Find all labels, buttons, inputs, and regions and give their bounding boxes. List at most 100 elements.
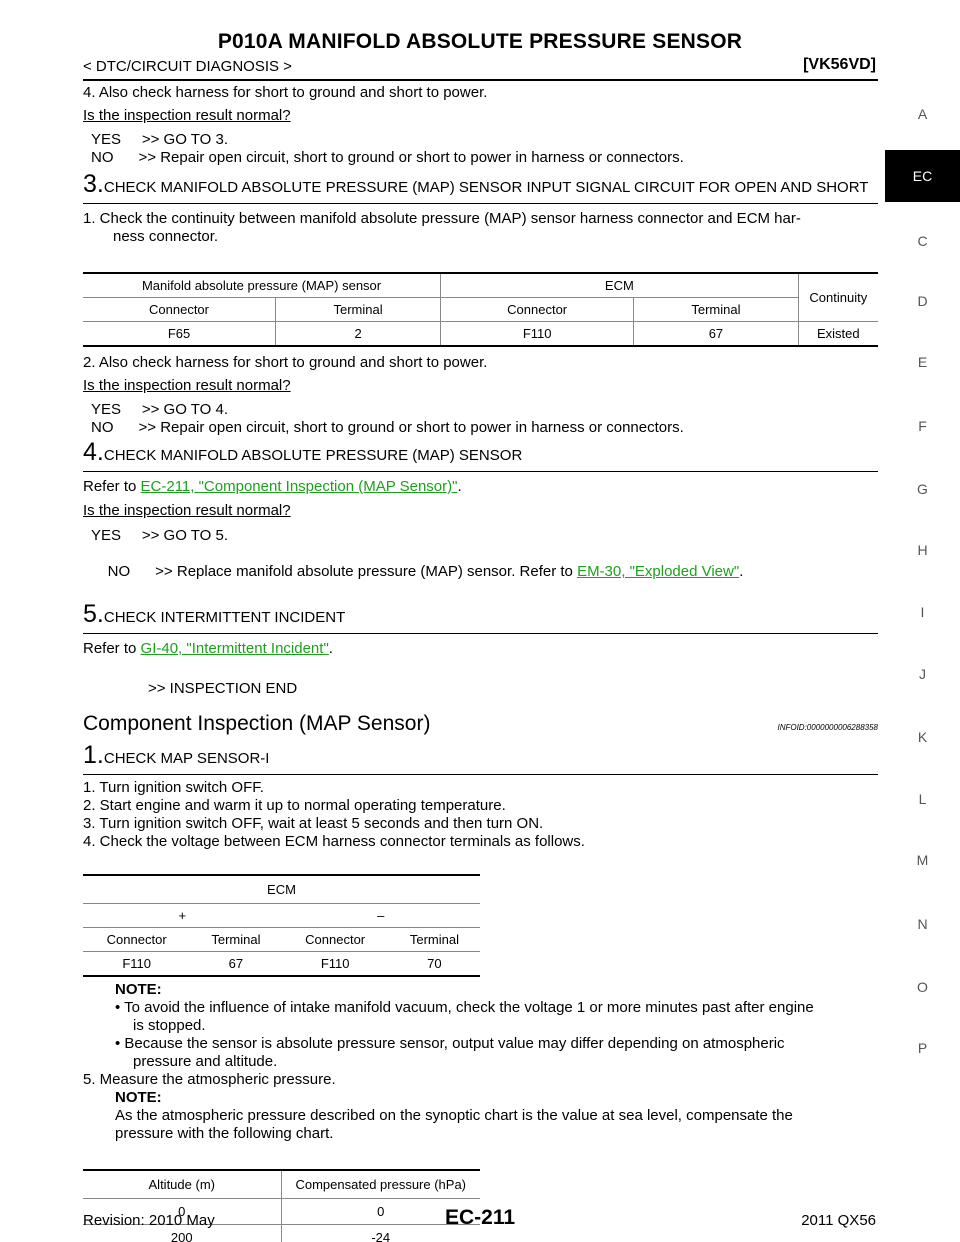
line: 5. Measure the atmospheric pressure. — [83, 1071, 336, 1088]
note-bullet: • To avoid the influence of intake manif… — [115, 999, 814, 1016]
step-number: 4. — [83, 438, 104, 466]
table-header: Terminal — [190, 927, 282, 952]
question: Is the inspection result normal? — [83, 107, 291, 124]
line: 4. Check the voltage between ECM harness… — [83, 833, 585, 850]
table-header: Manifold absolute pressure (MAP) sensor — [83, 273, 441, 298]
side-index-i[interactable]: I — [920, 604, 925, 620]
table-row: F110 67 F110 70 — [83, 951, 480, 977]
table-header: Compensated pressure (hPa) — [280, 1170, 480, 1199]
section-title: Component Inspection (MAP Sensor) INFOID… — [83, 712, 878, 736]
header-model: [VK56VD] — [803, 56, 876, 73]
table-cell: F65 — [83, 321, 276, 347]
side-index-l[interactable]: L — [918, 791, 927, 807]
table-header: – — [281, 903, 480, 928]
altitude-table: Altitude (m) Compensated pressure (hPa) … — [83, 1169, 480, 1242]
yes-answer: YES >> GO TO 3. — [91, 131, 229, 148]
table-header: Connector — [440, 297, 634, 322]
table-header: Altitude (m) — [83, 1170, 281, 1199]
section-title-text: Component Inspection (MAP Sensor) — [83, 712, 431, 735]
table-cell: F110 — [440, 321, 634, 347]
table-header: Terminal — [633, 297, 799, 322]
note-label: NOTE: — [115, 1089, 162, 1106]
info-id: INFOID:0000000006288358 — [777, 723, 878, 732]
table-cell: F110 — [83, 951, 191, 977]
no-answer-text: NO >> Replace manifold absolute pressure… — [107, 563, 578, 580]
inspection-end: >> INSPECTION END — [148, 680, 298, 697]
no-answer: NO >> Replace manifold absolute pressure… — [83, 545, 878, 599]
side-index-n[interactable]: N — [917, 916, 928, 932]
step-5: 5.CHECK INTERMITTENT INCIDENT — [83, 600, 878, 634]
footer-page-number: EC-211 — [444, 1206, 516, 1229]
no-answer: NO >> Repair open circuit, short to grou… — [91, 419, 684, 436]
step-number: 1. — [83, 741, 104, 769]
em-30-link[interactable]: EM-30, "Exploded View" — [577, 563, 740, 580]
table-cell: -24 — [280, 1224, 480, 1242]
period: . — [457, 478, 462, 495]
line: 1. Check the continuity between manifold… — [83, 210, 801, 227]
table-cell: 70 — [388, 951, 480, 977]
line: 4. Also check harness for short to groun… — [83, 84, 488, 101]
table-header: Connector — [281, 927, 389, 952]
table-cell: 67 — [633, 321, 799, 347]
step-text: CHECK MAP SENSOR-I — [103, 750, 270, 767]
table-cell: 2 — [275, 321, 441, 347]
side-index-o[interactable]: O — [917, 979, 928, 995]
note-bullet-cont: pressure and altitude. — [133, 1053, 278, 1070]
side-index-m[interactable]: M — [916, 852, 929, 868]
yes-answer: YES >> GO TO 5. — [91, 527, 229, 544]
step-text: CHECK MANIFOLD ABSOLUTE PRESSURE (MAP) S… — [103, 447, 523, 464]
step-3: 3.CHECK MANIFOLD ABSOLUTE PRESSURE (MAP)… — [83, 170, 878, 204]
table-header: Connector — [83, 297, 276, 322]
side-index-p[interactable]: P — [917, 1040, 928, 1056]
note-label: NOTE: — [115, 981, 162, 998]
side-index-g[interactable]: G — [917, 481, 928, 497]
step-4: 4.CHECK MANIFOLD ABSOLUTE PRESSURE (MAP)… — [83, 438, 878, 472]
ec-211-link[interactable]: EC-211, "Component Inspection (MAP Senso… — [140, 478, 458, 495]
reference-line: Refer to GI-40, "Intermittent Incident". — [83, 640, 878, 658]
side-index-e[interactable]: E — [917, 354, 928, 370]
table-header: + — [83, 903, 282, 928]
step-number: 5. — [83, 600, 104, 628]
table-cell: 0 — [280, 1198, 480, 1225]
question: Is the inspection result normal? — [83, 377, 291, 394]
side-index-d[interactable]: D — [917, 293, 928, 309]
table-cell: F110 — [281, 951, 389, 977]
continuity-table: Manifold absolute pressure (MAP) sensor … — [83, 272, 878, 347]
step-text: CHECK MANIFOLD ABSOLUTE PRESSURE (MAP) S… — [103, 179, 869, 196]
gi-40-link[interactable]: GI-40, "Intermittent Incident" — [140, 640, 329, 657]
side-index-h[interactable]: H — [917, 542, 928, 558]
footer-revision: Revision: 2010 May — [83, 1212, 215, 1229]
table-header: ECM — [83, 875, 480, 904]
note-text: pressure with the following chart. — [115, 1125, 334, 1142]
table-header: ECM — [440, 273, 799, 298]
header-rule — [83, 79, 878, 81]
component-step-1: 1.CHECK MAP SENSOR-I — [83, 741, 878, 775]
side-index-a[interactable]: A — [917, 106, 928, 122]
line: ness connector. — [113, 228, 219, 245]
yes-answer: YES >> GO TO 4. — [91, 401, 229, 418]
voltage-table: ECM + – Connector Terminal Connector Ter… — [83, 874, 480, 977]
step-text: CHECK INTERMITTENT INCIDENT — [103, 609, 346, 626]
note-bullet-cont: is stopped. — [133, 1017, 206, 1034]
period: . — [739, 563, 744, 580]
table-header: Terminal — [388, 927, 480, 952]
line: 1. Turn ignition switch OFF. — [83, 779, 264, 796]
page-content: 4. Also check harness for short to groun… — [83, 84, 878, 1242]
line: 2. Also check harness for short to groun… — [83, 354, 488, 371]
refer-text: Refer to — [83, 478, 141, 495]
side-index-ec[interactable]: EC — [885, 150, 960, 202]
period: . — [328, 640, 333, 657]
side-index-c[interactable]: C — [917, 233, 928, 249]
table-row: 0 0 — [83, 1198, 480, 1225]
side-index-k[interactable]: K — [917, 729, 928, 745]
side-index-f[interactable]: F — [918, 418, 927, 434]
table-row: F65 2 F110 67 Existed — [83, 321, 878, 347]
no-answer: NO >> Repair open circuit, short to grou… — [91, 149, 684, 166]
reference-line: Refer to EC-211, "Component Inspection (… — [83, 478, 878, 496]
step-number: 3. — [83, 170, 104, 198]
table-cell: 67 — [190, 951, 282, 977]
table-cell: 200 — [83, 1224, 281, 1242]
table-header: Continuity — [797, 273, 878, 322]
side-index-j[interactable]: J — [919, 666, 926, 682]
note-bullet: • Because the sensor is absolute pressur… — [115, 1035, 785, 1052]
